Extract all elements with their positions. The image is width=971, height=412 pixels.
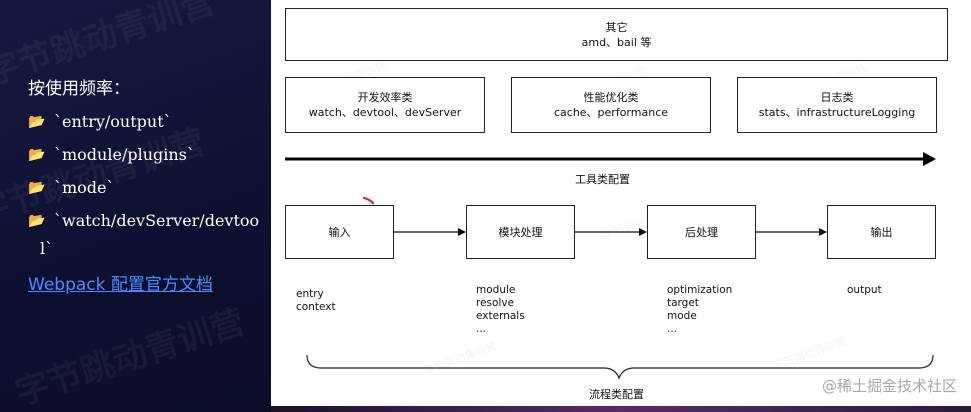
bottom-strip <box>271 406 971 412</box>
box-title: 性能优化类 <box>583 91 639 104</box>
performance-box: 性能优化类 cache、performance <box>511 77 711 133</box>
box-subtitle: watch、devtool、devServer <box>308 106 462 119</box>
box-title: 后处理 <box>685 225 718 239</box>
tool-config-label: 工具类配置 <box>575 173 630 186</box>
box-subtitle: cache、performance <box>553 106 669 119</box>
list-item: 📂 `module/plugins` <box>28 145 195 164</box>
folder-icon: 📂 <box>28 113 46 130</box>
box-subtitle: amd、bail 等 <box>581 35 652 49</box>
box-title: 输入 <box>328 225 351 239</box>
list-item-text: `mode` <box>54 178 115 197</box>
list-item-text: `entry/output` <box>54 112 172 131</box>
box-title: 其它 <box>605 20 628 34</box>
flow-detail-output: output <box>847 284 882 296</box>
flow-box-output: 输出 <box>827 205 936 259</box>
list-item: 📂 `watch/devServer/devtoo <box>28 211 259 230</box>
list-item-text: `module/plugins` <box>54 145 195 164</box>
list-item: 📂 `mode` <box>28 178 115 197</box>
juejin-watermark: @稀土掘金技术社区 <box>821 377 957 395</box>
watermark: 字节跳动青训营 <box>10 302 250 412</box>
flow-arrowhead <box>819 228 827 236</box>
flow-detail-module: module resolve externals ... <box>476 284 525 335</box>
list-item-continuation: l` <box>40 239 54 258</box>
left-panel: 字节跳动青训营 字节跳动青训营 字节跳动青训营 按使用频率： 📂 `entry/… <box>0 0 271 412</box>
box-title: 开发效率类 <box>357 91 413 104</box>
red-mark <box>362 196 375 205</box>
flow-box-module-processing: 模块处理 <box>466 205 575 259</box>
flow-detail-input: entry context <box>296 288 336 313</box>
webpack-docs-link[interactable]: Webpack 配置官方文档 <box>28 275 213 295</box>
other-config-box: 其它 amd、bail 等 <box>285 8 948 61</box>
flow-arrowhead <box>458 228 466 236</box>
frequency-title: 按使用频率： <box>28 79 130 99</box>
diagram-panel: 字节跳动青训营 字节跳动青训营 字节跳动青训营 字节跳动青训营 字节跳动青训营 … <box>271 0 971 408</box>
flow-detail-post: optimization target mode ... <box>667 284 733 335</box>
flow-brace <box>306 354 934 380</box>
list-item-text: `watch/devServer/devtoo <box>54 211 260 230</box>
box-subtitle: stats、infrastructureLogging <box>758 106 916 119</box>
folder-icon: 📂 <box>28 179 46 196</box>
box-title: 日志类 <box>820 91 854 104</box>
flow-box-input: 输入 <box>285 205 394 259</box>
flow-arrowhead <box>639 228 647 236</box>
dev-efficiency-box: 开发效率类 watch、devtool、devServer <box>285 77 485 133</box>
list-item: 📂 `entry/output` <box>28 112 172 131</box>
flow-config-label: 流程类配置 <box>589 388 644 401</box>
box-title: 输出 <box>870 225 893 239</box>
folder-icon: 📂 <box>28 212 46 229</box>
tool-axis-arrowhead <box>923 152 936 166</box>
logging-box: 日志类 stats、infrastructureLogging <box>737 77 937 133</box>
folder-icon: 📂 <box>28 146 46 163</box>
box-title: 模块处理 <box>498 225 543 239</box>
diagram-connectors <box>285 152 936 380</box>
flow-box-post-processing: 后处理 <box>647 205 756 259</box>
